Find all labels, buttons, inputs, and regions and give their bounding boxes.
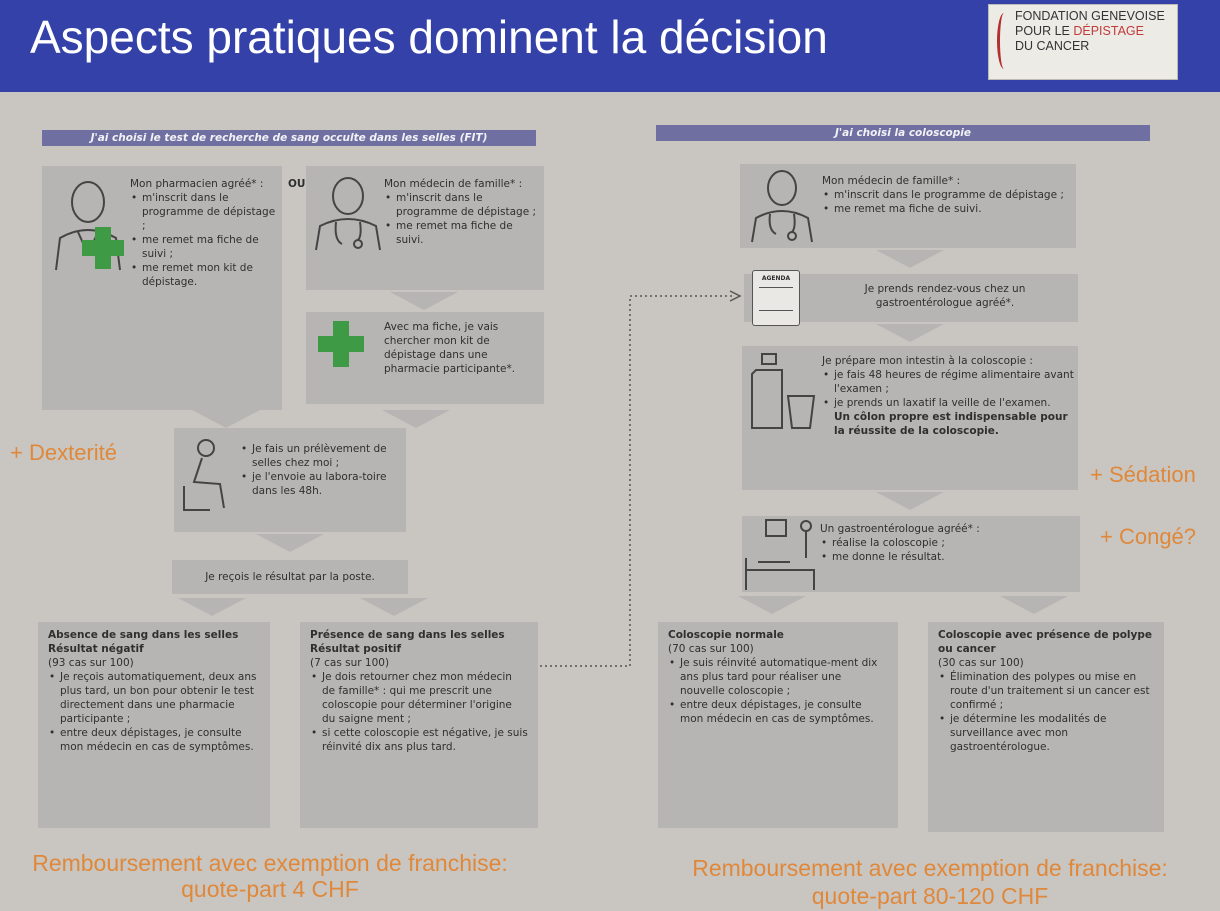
arrow-down: [178, 598, 246, 616]
logo-mark-icon: [997, 13, 1011, 69]
resultat-poste-box: Je reçois le résultat par la poste.: [172, 560, 408, 594]
doctor-icon: [751, 170, 813, 243]
logo-line-3: DU CANCER: [1015, 39, 1090, 53]
rdv-text: Je prends rendez-vous chez un gastroenté…: [864, 283, 1026, 309]
note-sedation: + Sédation: [1090, 462, 1196, 487]
arrow-down: [382, 410, 450, 428]
normale-box: Coloscopie normale (70 cas sur 100) Je s…: [658, 622, 898, 828]
pharmacist-icon: [55, 181, 121, 271]
arrow-down: [876, 250, 944, 268]
arrow-down: [876, 324, 944, 342]
fiche-text: Avec ma fiche, je vais chercher mon kit …: [384, 321, 516, 375]
agenda-icon: AGENDA: [752, 270, 800, 326]
bottle-glass-icon: [751, 353, 816, 429]
arrow-down: [360, 598, 428, 616]
hospital-bed-icon: [745, 519, 815, 590]
arrow-down: [1000, 596, 1068, 614]
doctor-icon: [315, 177, 381, 251]
pharmacien-text: Mon pharmacien agréé* : m'inscrit dans l…: [130, 177, 280, 289]
arrow-down: [390, 292, 458, 310]
note-dexterite: + Dexterité: [10, 440, 117, 465]
ou-label: OU: [288, 178, 306, 190]
logo-line-1: FONDATION GENEVOISE: [1015, 9, 1165, 23]
remboursement-right: Remboursement avec exemption de franchis…: [692, 855, 1168, 909]
medecin-text-left: Mon médecin de famille* : m'inscrit dans…: [384, 177, 540, 247]
remboursement-left: Remboursement avec exemption de franchis…: [32, 850, 508, 902]
dotted-connector: [540, 290, 742, 667]
arrow-down: [192, 410, 260, 428]
toilet-person-icon: [183, 439, 225, 511]
page-title: Aspects pratiques dominent la décision: [30, 11, 828, 63]
foundation-logo: FONDATION GENEVOISE POUR LE DÉPISTAGE DU…: [988, 4, 1178, 80]
prepare-text: Je prépare mon intestin à la coloscopie …: [822, 354, 1074, 438]
left-section-header: J'ai choisi le test de recherche de sang…: [42, 130, 536, 146]
prelevement-text: Je fais un prélèvement de selles chez mo…: [240, 442, 400, 498]
arrow-down: [256, 534, 324, 552]
negatif-box: Absence de sang dans les selles Résultat…: [38, 622, 270, 828]
right-section-header: J'ai choisi la coloscopie: [656, 125, 1150, 141]
gastro-text: Un gastroentérologue agréé* : réalise la…: [820, 522, 1076, 564]
arrow-down: [738, 596, 806, 614]
arrow-down: [876, 492, 944, 510]
positif-box: Présence de sang dans les selles Résulta…: [300, 622, 538, 828]
medecin-text-right: Mon médecin de famille* : m'inscrit dans…: [822, 174, 1072, 216]
note-conge: + Congé?: [1100, 524, 1197, 549]
logo-line-2: POUR LE DÉPISTAGE: [1015, 24, 1144, 38]
polype-box: Coloscopie avec présence de polype ou ca…: [928, 622, 1164, 832]
